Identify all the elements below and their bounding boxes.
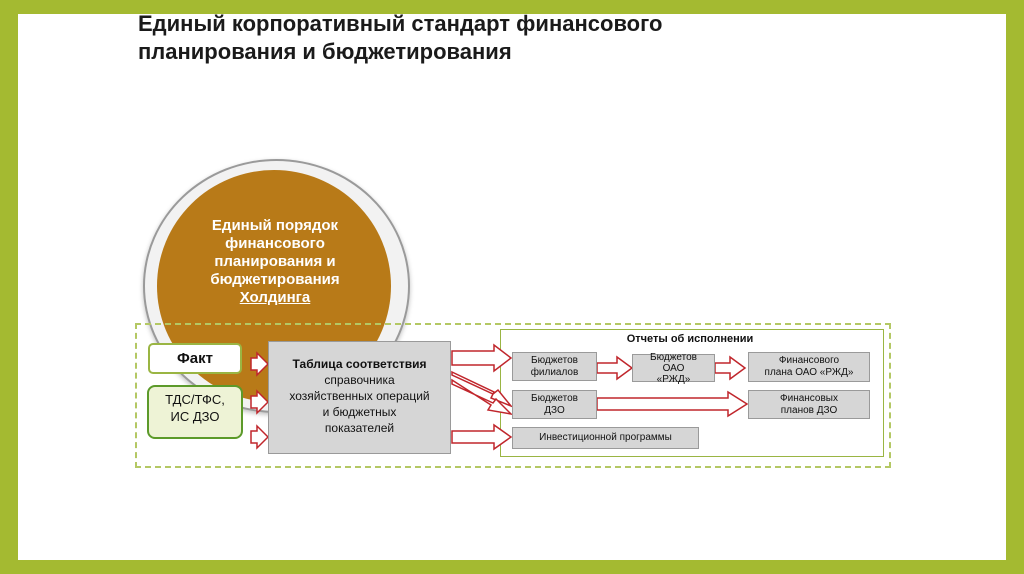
box-fin-plans-dzo: Финансовых планов ДЗО — [748, 390, 870, 419]
table-line-3: и бюджетных — [322, 405, 397, 419]
arrow-to-branches — [451, 343, 513, 373]
branches-line-2: филиалов — [530, 366, 579, 378]
title-line-1: Единый корпоративный стандарт финансовог… — [138, 11, 663, 36]
circle-line-4: бюджетирования — [210, 271, 340, 288]
box-investment-program: Инвестиционной программы — [512, 427, 699, 449]
arrow-to-dzo — [451, 370, 514, 408]
tds-line-2: ИС ДЗО — [170, 409, 220, 424]
circle-line-3: планирования и — [214, 253, 336, 270]
fact-label: Факт — [148, 343, 242, 374]
tds-line-1: ТДС/ТФС, — [165, 392, 225, 407]
circle-line-1: Единый порядок — [211, 217, 339, 234]
correspondence-table: Таблица соответствия справочника хозяйст… — [268, 341, 451, 454]
investment-label: Инвестиционной программы — [539, 432, 672, 443]
circle-line-5: Холдинга — [239, 289, 311, 306]
arrow-to-fin-plans-dzo — [596, 390, 749, 418]
fin-plans-dzo-line-1: Финансовых — [780, 392, 838, 404]
rzd-budget-line-1: Бюджетов — [650, 351, 697, 363]
process-frame — [135, 323, 891, 468]
reports-title: Отчеты об исполнении — [626, 333, 754, 345]
branches-line-1: Бюджетов — [531, 354, 578, 366]
tds-database: ТДС/ТФС, ИС ДЗО — [147, 385, 243, 439]
rzd-budget-line-2: ОАО — [662, 362, 685, 374]
arrow-to-fin-plan-rzd — [714, 355, 747, 381]
table-line-1: справочника — [324, 373, 395, 387]
box-rzd-budgets: Бюджетов ОАО «РЖД» — [632, 351, 715, 385]
box-fin-plan-rzd: Финансового плана ОАО «РЖД» — [748, 352, 870, 382]
table-line-4: показателей — [324, 421, 395, 435]
arrow-left-3 — [250, 424, 270, 450]
arrow-to-rzd-budget — [596, 355, 634, 381]
fin-plans-dzo-line-2: планов ДЗО — [780, 404, 838, 416]
slide-title: Единый корпоративный стандарт финансовог… — [138, 10, 838, 66]
rzd-budget-line-3: «РЖД» — [656, 373, 691, 385]
circle-line-2: финансового — [225, 235, 325, 252]
arrow-to-dzo-lower — [451, 378, 514, 416]
title-line-2: планирования и бюджетирования — [138, 39, 512, 64]
fin-plan-rzd-line-1: Финансового — [778, 355, 840, 366]
fin-plan-rzd-line-2: плана ОАО «РЖД» — [764, 367, 854, 378]
box-branch-budgets: Бюджетов филиалов — [512, 352, 597, 381]
table-line-2: хозяйственных операций — [289, 389, 430, 403]
holding-circle-text: Единый порядок финансового планирования … — [180, 217, 370, 307]
dzo-budget-line-2: ДЗО — [544, 404, 565, 416]
box-dzo-budgets: Бюджетов ДЗО — [512, 390, 597, 419]
arrow-to-investment — [451, 423, 513, 451]
arrow-left-1 — [250, 351, 270, 377]
arrow-left-2 — [250, 389, 270, 415]
table-title: Таблица соответствия — [292, 357, 427, 371]
dzo-budget-line-1: Бюджетов — [531, 392, 578, 404]
